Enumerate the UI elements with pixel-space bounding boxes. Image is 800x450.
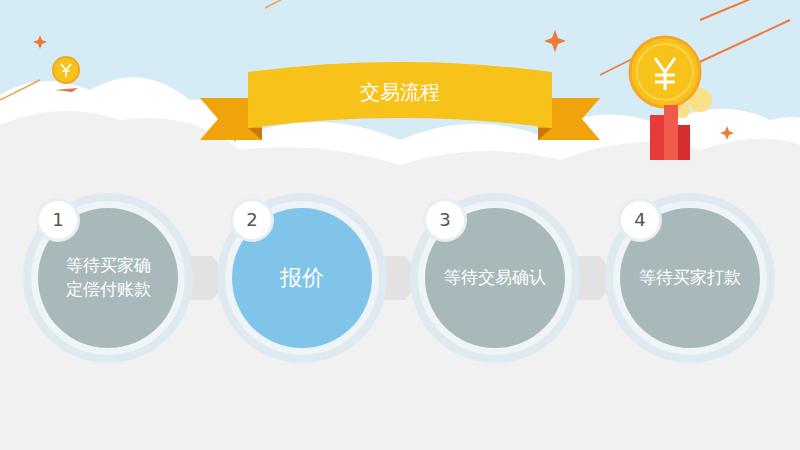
step-number: 2 <box>232 200 272 240</box>
step-circle: 1 等待买家确定偿付账款 <box>22 192 194 364</box>
step-circle: 3 等待交易确认 <box>409 192 581 364</box>
step-circle: 4 等待买家打款 <box>604 192 776 364</box>
step-label: 报价 <box>237 263 367 294</box>
step-label: 等待交易确认 <box>430 266 560 290</box>
circle-outline <box>22 192 194 364</box>
step-number: 1 <box>38 200 78 240</box>
step-label: 等待买家确定偿付账款 <box>58 254 158 302</box>
step-number: 4 <box>620 200 660 240</box>
title-banner-text: 交易流程 <box>360 79 440 106</box>
step-label: 等待买家打款 <box>625 266 755 290</box>
step-number: 3 <box>425 200 465 240</box>
step-circle: 2 报价 <box>216 192 388 364</box>
